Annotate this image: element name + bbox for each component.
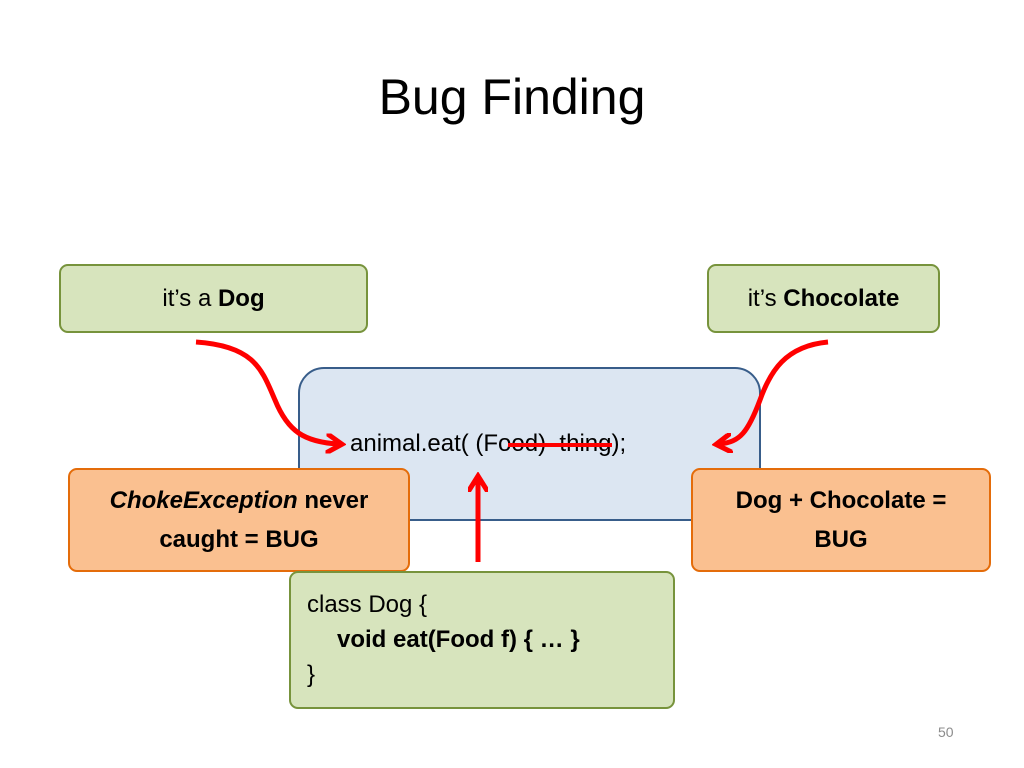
bug-note-line1: Dog + Chocolate = <box>735 487 947 514</box>
bug-note-line2: BUG <box>814 526 868 553</box>
chocolate-label-emphasis: Chocolate <box>783 284 900 312</box>
class-dog-code-box: class Dog { void eat(Food f) { … } } <box>289 571 675 709</box>
dog-chocolate-bug-note: Dog + Chocolate = BUG <box>691 468 991 572</box>
chocolate-label-prefix: it’s <box>747 284 784 312</box>
class-code-line2: void eat(Food f) { … } <box>337 626 580 653</box>
code-statement: animal.eat( (Food) thing); <box>350 426 626 462</box>
choke-exception-note: ChokeException never caught = BUG <box>68 468 410 572</box>
class-code-line1: class Dog { <box>307 591 428 618</box>
code-after: thing); <box>552 430 627 457</box>
dog-label-prefix: it’s a <box>162 284 218 312</box>
page-number: 50 <box>938 724 954 740</box>
dog-label-box: it’s a Dog <box>59 264 368 333</box>
code-before: animal.eat( <box>350 430 469 457</box>
choke-note-rest: never <box>297 487 369 514</box>
choke-note-line2: caught = BUG <box>159 526 319 553</box>
dog-label-emphasis: Dog <box>217 284 265 312</box>
choke-exception-name: ChokeException <box>109 487 298 514</box>
class-code-line3: } <box>307 661 316 688</box>
code-struck-cast: (Food) <box>468 430 553 457</box>
slide-title: Bug Finding <box>378 69 646 125</box>
chocolate-label-box: it’s Chocolate <box>707 264 940 333</box>
